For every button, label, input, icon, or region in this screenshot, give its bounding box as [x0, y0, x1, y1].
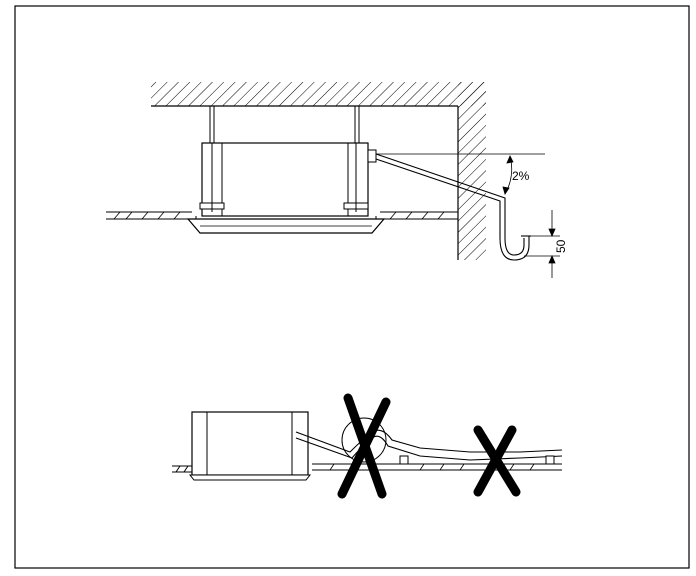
false-ceiling — [106, 211, 458, 220]
indoor-unit — [199, 142, 377, 217]
ceiling-slab — [151, 82, 486, 107]
decoration-panel — [186, 216, 386, 234]
cross-icon — [473, 425, 521, 497]
trap-height-label: 50 — [554, 239, 568, 253]
trap-height-dimension — [524, 210, 560, 278]
wall — [457, 82, 486, 260]
slope-label: 2% — [512, 169, 530, 183]
incorrect-installation-figure — [172, 393, 563, 499]
figure-border — [14, 5, 690, 569]
drain-pipe — [375, 153, 506, 238]
cross-icon — [337, 393, 391, 499]
bottom-indoor-unit — [188, 411, 312, 481]
correct-installation-figure: 2% 50 — [106, 82, 568, 278]
slope-dimension — [376, 153, 545, 195]
u-trap — [499, 235, 531, 261]
bad-drain-pipe — [295, 417, 563, 465]
hanger-rods — [209, 106, 360, 143]
